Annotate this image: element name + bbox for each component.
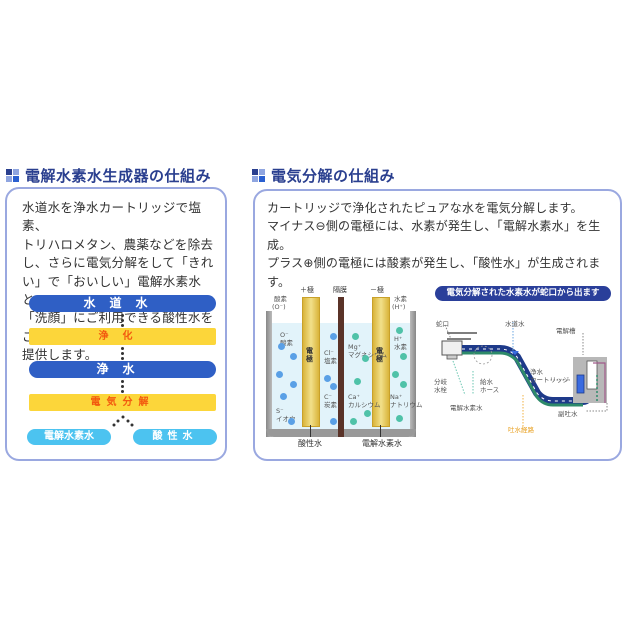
ion-label: O⁻酸素: [280, 331, 293, 347]
hydrogen-water-output-label: 電解水素水: [362, 439, 402, 448]
ion-dot: [396, 327, 403, 334]
branch-faucet-label: 分岐水栓: [434, 378, 447, 394]
ion-dot: [324, 375, 331, 382]
left-panel: 水道水を浄水カートリッジで塩素、 トリハロメタン、農薬などを除去 し、さらに電気…: [5, 187, 227, 461]
ion-dot: [392, 371, 399, 378]
ion-label: H⁺水素: [394, 335, 407, 351]
desc-line: カートリッジで浄化されたピュアな水を電気分解します。: [267, 201, 583, 215]
ion-label: Cl⁻塩素: [324, 349, 337, 365]
desc-line: 水道水を浄水カートリッジで塩素、: [22, 200, 202, 234]
plus-electrode: [302, 297, 320, 427]
flow-connector-dots: [121, 314, 124, 329]
sub-drain-label: 副吐水: [558, 410, 578, 418]
ion-label: C⁻炭素: [324, 393, 337, 409]
acidic-water-output-label: 酸性水: [298, 439, 322, 448]
title-square-icon: [252, 168, 266, 183]
right-title-text: 電気分解の仕組み: [271, 167, 396, 185]
faucet-label: 蛇口: [436, 320, 449, 328]
left-section-title: 電解水素水生成器の仕組み: [6, 165, 211, 186]
desc-line: プラス⊕側の電極には酸素が発生し、「酸性水」が生成されます。: [267, 256, 601, 289]
title-square-icon: [6, 168, 20, 183]
hydrogen-water-label: 電解水素水: [450, 404, 483, 412]
ion-dot: [364, 410, 371, 417]
container-wall-left: [266, 311, 272, 437]
flow-output-hydrogen-water: 電解水素水: [27, 429, 111, 445]
flow-electrolysis: 電気分解: [29, 394, 216, 411]
faucet-diagram-banner: 電気分解された水素水が蛇口から出ます: [435, 286, 611, 301]
electrode-label-plus: 電極: [306, 347, 313, 363]
ion-label: Na⁺ナトリウム: [390, 393, 423, 409]
desc-line: 提供します。: [22, 347, 98, 363]
right-description: カートリッジで浄化されたピュアな水を電気分解します。 マイナス⊖側の電極には、水…: [267, 199, 617, 291]
electrolysis-tank-label: 電解槽: [556, 327, 576, 335]
pointer-line: [310, 425, 311, 437]
ion-dot: [330, 418, 337, 425]
right-section-title: 電気分解の仕組み: [252, 165, 395, 186]
ion-dot: [276, 371, 283, 378]
membrane-label: 隔膜: [333, 286, 347, 294]
desc-line: トリハロメタン、農薬などを除去: [22, 236, 214, 252]
membrane: [338, 297, 344, 437]
supply-hose-label: 給水ホース: [480, 378, 500, 394]
ion-dot: [352, 333, 359, 340]
ion-dot: [354, 378, 361, 385]
desc-line: マイナス⊖側の電極には、水素が発生し、「電解水素水」を生成。: [267, 219, 601, 252]
ion-dot: [290, 381, 297, 388]
ion-dot: [330, 383, 337, 390]
ion-label: S⁻イオウ: [276, 407, 296, 423]
ion-dot: [278, 343, 285, 350]
hydrogen-label: 水素: [394, 295, 407, 303]
ion-dot: [290, 353, 297, 360]
minus-pole-label: －極: [370, 286, 384, 294]
desc-line: し、さらに電気分解をして「きれ: [22, 255, 214, 271]
pointer-line: [380, 425, 381, 437]
ion-dot: [330, 333, 337, 340]
faucet-installation-diagram: [441, 322, 608, 430]
flow-connector-dots: [121, 380, 124, 395]
drain-path-label: 吐水経路: [508, 426, 534, 434]
plus-pole-label: ＋極: [300, 286, 314, 294]
oxygen-formula: (O⁻): [272, 303, 286, 311]
ion-dot: [400, 353, 407, 360]
hydrogen-formula: (H⁺): [392, 303, 406, 311]
oxygen-label: 酸素: [274, 295, 287, 303]
cartridge-label: 浄水カートリッジ: [530, 368, 569, 384]
electrolysis-cell-diagram: 電極 電極 ＋極 隔膜 －極 酸素 (O⁻) 水素 (H⁺) O⁻酸素 Cl⁻塩…: [258, 283, 423, 453]
ion-dot: [362, 355, 369, 362]
ion-dot: [396, 415, 403, 422]
ion-dot: [350, 418, 357, 425]
flow-purify: 浄化: [29, 328, 216, 345]
flow-split-dots: [112, 415, 134, 427]
flow-output-acidic-water: 酸性水: [133, 429, 217, 445]
minus-electrode: [372, 297, 390, 427]
tap-water-label: 水道水: [505, 320, 525, 328]
flow-connector-dots: [121, 347, 124, 362]
ion-dot: [400, 381, 407, 388]
flow-tap-water: 水道水: [29, 295, 216, 312]
ion-dot: [288, 418, 295, 425]
container-wall-right: [410, 311, 416, 437]
flow-purified-water: 浄水: [29, 361, 216, 378]
ion-dot: [280, 393, 287, 400]
ion-label: Ca⁺カルシウム: [348, 393, 381, 409]
electrode-label-minus: 電極: [376, 347, 383, 363]
left-title-text: 電解水素水生成器の仕組み: [25, 167, 212, 185]
